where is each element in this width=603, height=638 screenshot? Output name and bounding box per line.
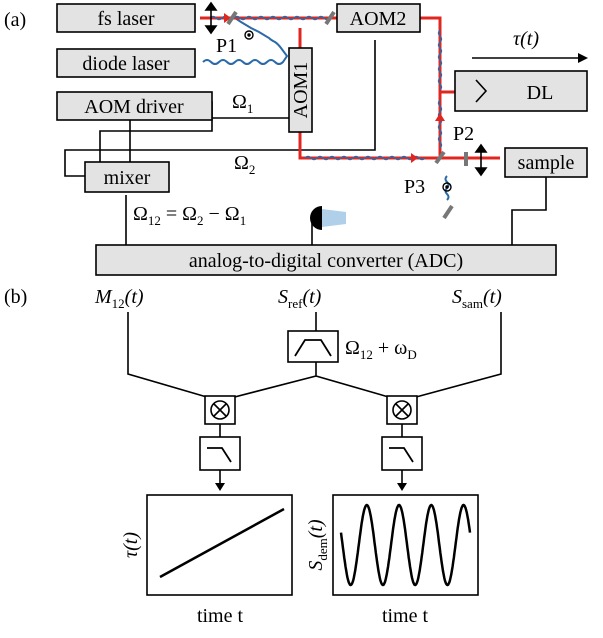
optics [226, 10, 468, 220]
lp-arrow-left [215, 483, 225, 491]
sample-box [504, 147, 588, 178]
tau-label: τ(t) [513, 28, 539, 50]
aom1-label: AOM1 [290, 62, 312, 119]
bandpass-label: Ω12 + ωD [345, 337, 417, 362]
diode-laser-box [56, 48, 196, 78]
m12-signal-line [127, 312, 218, 401]
diode-laser-label: diode laser [82, 53, 170, 75]
sref-split-line [222, 362, 400, 401]
m12-signal-label: M12(t) [94, 286, 144, 311]
aom-driver-box [56, 91, 213, 121]
p1-label: P1 [216, 35, 237, 57]
p3-label: P3 [404, 176, 425, 198]
fs-laser-box [56, 3, 196, 33]
sdem-plot-xlabel: time t [382, 605, 429, 627]
sref-signal-label: Sref(t) [278, 286, 322, 311]
retroreflector-icon [475, 79, 488, 103]
wire-sample-adc [511, 177, 547, 245]
sdem-plot-ylabel: Sdem(t) [305, 519, 330, 571]
lowpass-filter-right [381, 436, 423, 471]
p2-label: P2 [453, 123, 474, 145]
tau-plot-ylabel: τ(t) [120, 532, 142, 558]
dl-box [454, 70, 588, 112]
ssam-signal-line [404, 312, 502, 401]
wire-omega2 [64, 40, 376, 177]
lowpass-icon-left [207, 447, 232, 463]
tau-plot-line [159, 507, 285, 579]
mixer-label: mixer [104, 167, 151, 189]
aom1-box [288, 47, 313, 133]
omega1-label: Ω1 [232, 91, 253, 116]
multiply-icon-right [392, 400, 412, 420]
tau-plot-xlabel: time t [197, 605, 244, 627]
sample-label: sample [518, 152, 575, 174]
omega2-label: Ω2 [234, 152, 255, 177]
sdem-plot-frame [332, 494, 479, 596]
omega12-equation: Ω12 = Ω2 − Ω1 [133, 203, 246, 228]
aom2-label: AOM2 [350, 8, 407, 30]
translation-arrows [204, 1, 488, 177]
dl-label: DL [527, 82, 554, 104]
mixer-box [84, 161, 170, 193]
multiply-icon-left [210, 400, 230, 420]
adc-label: analog-to-digital converter (ADC) [189, 250, 463, 272]
bandpass-icon [294, 339, 332, 357]
fiber-p1 [202, 17, 289, 65]
delay-arrow-head [578, 53, 588, 63]
lowpass-filter-left [199, 436, 241, 471]
adc-box [95, 244, 557, 276]
sdem-plot-curve [339, 503, 472, 587]
aom2-box [336, 3, 421, 33]
panel-label-b: (b) [4, 286, 27, 308]
bandpass-filter [287, 330, 339, 363]
detector-icon [310, 206, 346, 230]
ssam-signal-label: Ssam(t) [452, 286, 502, 311]
aom-driver-label: AOM driver [84, 96, 184, 118]
polarizer-dots [244, 30, 452, 192]
fs-laser-label: fs laser [97, 8, 155, 30]
panel-label-a: (a) [4, 9, 26, 31]
lowpass-icon-right [389, 447, 414, 463]
lp-arrow-right [397, 483, 407, 491]
